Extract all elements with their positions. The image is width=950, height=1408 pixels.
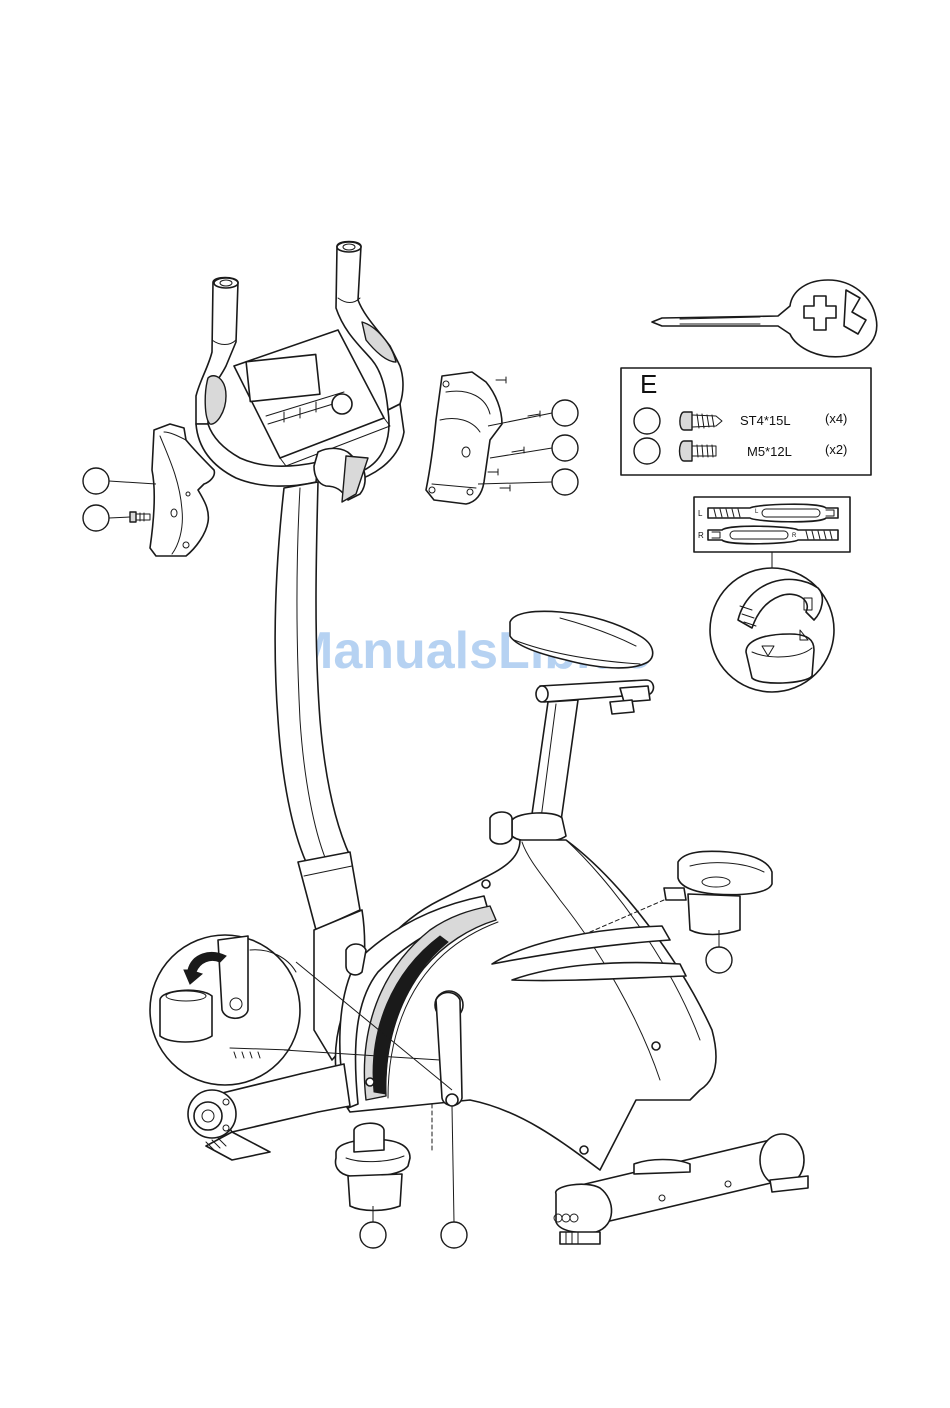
strap-right-label: R [698, 531, 704, 540]
strap-inner-right-label: R [792, 533, 797, 539]
screw-icon [488, 377, 540, 491]
screw-qty-m5: (x2) [825, 442, 847, 457]
bike-frame [335, 840, 716, 1170]
screw-icon [130, 512, 150, 522]
right-handlebar-cover [426, 372, 502, 504]
hardware-box-title: E [640, 369, 657, 399]
strap-left-label: L [698, 509, 703, 518]
callout-circle [83, 505, 109, 531]
pedal-strap-detail [710, 568, 834, 692]
callout-circle [634, 438, 660, 464]
screw-qty-st4: (x4) [825, 411, 847, 426]
screw-code-st4: ST4*15L [740, 413, 791, 428]
screw-code-m5: M5*12L [747, 444, 792, 459]
multi-tool-wrench-icon [652, 280, 877, 357]
callout-circle [360, 1222, 386, 1248]
callout-circle [552, 400, 578, 426]
callout-circle [441, 1222, 467, 1248]
callout-circle [552, 469, 578, 495]
callout-circle [552, 435, 578, 461]
callout-circle [83, 468, 109, 494]
pedal-strap-box: L R L R [694, 497, 850, 568]
bike-handlebar [196, 242, 404, 503]
hardware-box: E ST4*15L (x4) M5*12L (x2) [621, 368, 871, 475]
left-pedal [336, 1123, 410, 1210]
callout-circle [634, 408, 660, 434]
callout-circle [706, 947, 732, 973]
